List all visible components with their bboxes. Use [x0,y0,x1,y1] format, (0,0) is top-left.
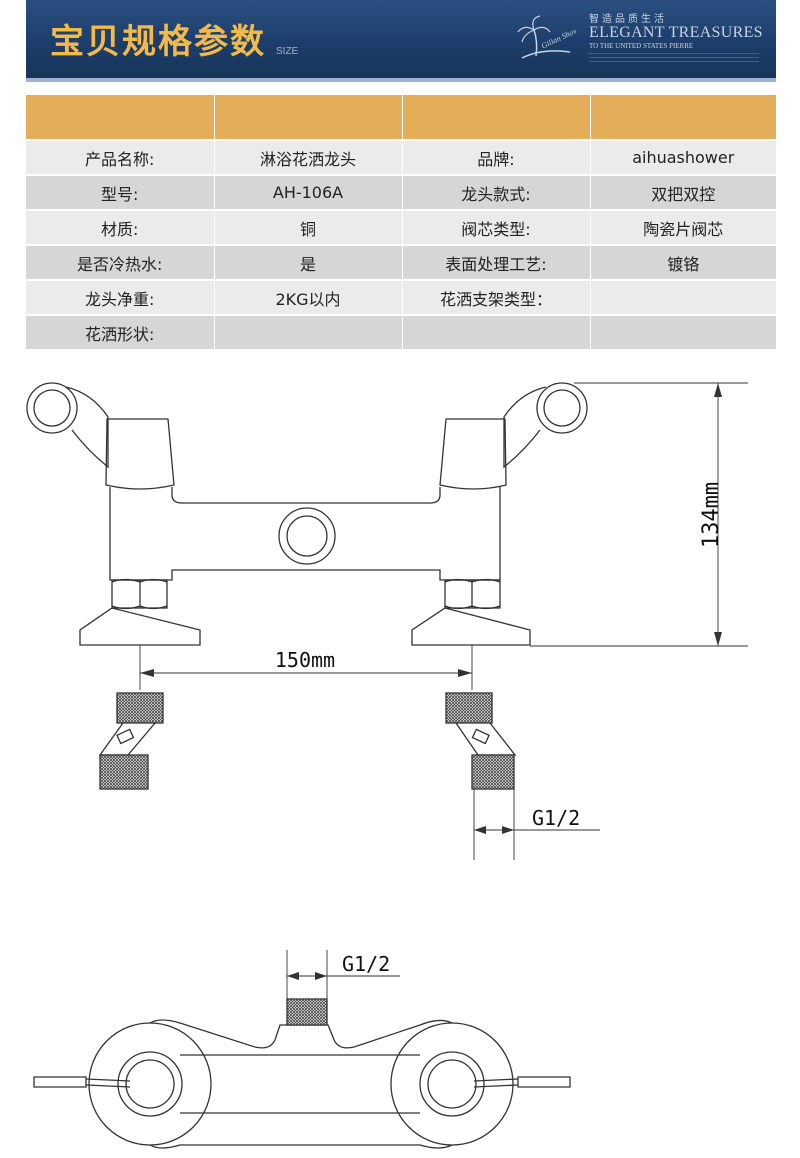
spec-value: AH-106A [214,175,403,211]
spec-label: 花洒形状: [26,315,215,351]
front-view-faucet [26,382,588,646]
spec-value: 陶瓷片阀芯 [590,210,776,246]
thread-label-top: G1/2 [342,952,390,976]
spec-value: 淋浴花洒龙头 [214,140,403,176]
brand-slogan-cn: 智造品质生活 [589,14,667,25]
spec-label: 品牌: [402,140,591,176]
spec-label: 是否冷热水: [26,245,215,281]
spec-label: 龙头款式: [402,175,591,211]
table-header-cell [26,95,215,141]
table-header-row [26,95,776,141]
spec-value: 铜 [214,210,403,246]
table-row: 产品名称: 淋浴花洒龙头 品牌: aihuashower [26,140,776,176]
page-subtitle: SIZE [276,46,299,57]
spec-label: 花洒支架类型： [402,280,591,316]
table-row: 材质: 铜 阀芯类型: 陶瓷片阀芯 [26,210,776,246]
table-row: 型号: AH-106A 龙头款式: 双把双控 [26,175,776,211]
spec-table: 产品名称: 淋浴花洒龙头 品牌: aihuashower 型号: AH-106A… [26,95,776,351]
spec-value: aihuashower [590,140,776,176]
table-row: 是否冷热水: 是 表面处理工艺: 镀铬 [26,245,776,281]
right-flange [411,607,531,646]
table-header-cell [214,95,403,141]
thread-label-side: G1/2 [532,806,580,830]
spacing-dimension [139,645,473,690]
spec-value [214,315,403,351]
left-eccentric-connector [98,692,164,790]
outlet-ring [278,507,336,565]
brand-tagline: TO THE UNITED STATES PIERRE [589,42,694,50]
left-flange [79,607,201,646]
spec-label: 表面处理工艺: [402,245,591,281]
spec-value: 双把双控 [590,175,776,211]
spec-label: 龙头净重: [26,280,215,316]
palm-logo-icon: Gilian Shower [517,15,576,59]
spec-label: 产品名称: [26,140,215,176]
spec-value: 2KG以内 [214,280,403,316]
table-row: 龙头净重: 2KG以内 花洒支架类型： [26,280,776,316]
thread-dimension-top [286,950,400,999]
spec-label: 材质: [26,210,215,246]
right-handle-icon [503,382,588,469]
logo-text: Gilian Shower [540,22,576,50]
table-header-cell [402,95,591,141]
spec-label: 阀芯类型: [402,210,591,246]
brand-name-en: ELEGANT TREASURES [589,24,763,41]
left-handle-icon [26,382,109,469]
thread-dimension-side [473,789,600,860]
spec-label [402,315,591,351]
table-row: 花洒形状: [26,315,776,351]
top-view-faucet [33,998,571,1149]
height-label: 134mm [699,482,724,548]
table-header-cell [590,95,776,141]
spec-value: 镀铬 [590,245,776,281]
decorative-lines [589,53,759,65]
spec-value [590,280,776,316]
spacing-label: 150mm [275,648,335,672]
spec-value: 是 [214,245,403,281]
top-outlet-thread [286,998,328,1026]
spec-value [590,315,776,351]
header-banner: 宝贝规格参数 SIZE Gilian Shower 智造品质生活 ELEGANT… [26,0,776,82]
height-dimension [530,382,748,647]
right-eccentric-connector [445,692,517,790]
technical-drawing: 134mm 150mm G1/2 [26,382,748,1149]
spec-label: 型号: [26,175,215,211]
page-title: 宝贝规格参数 [50,22,266,62]
